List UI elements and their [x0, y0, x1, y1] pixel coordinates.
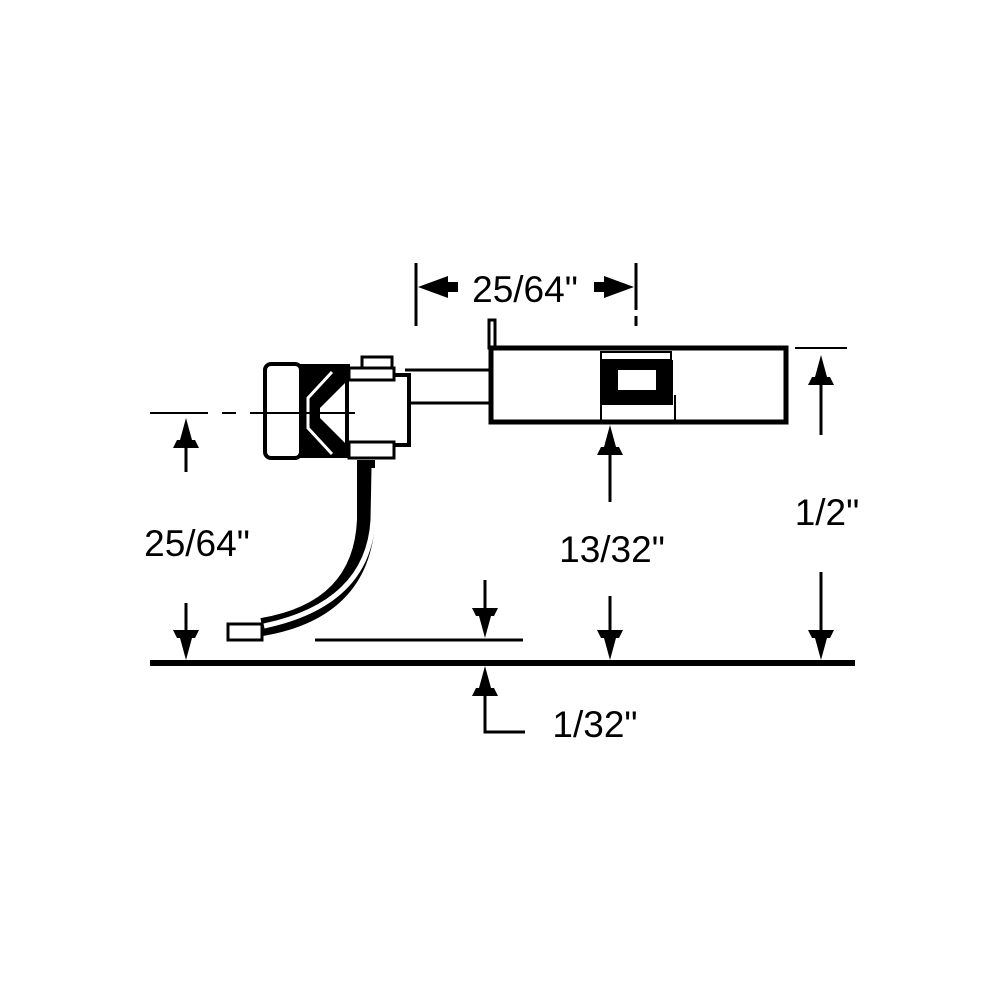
coupler-shank [405, 368, 490, 405]
trip-pin [226, 460, 377, 642]
shank-length-dimension: 25/64" [414, 263, 638, 326]
box-top-height-dimension: 1/2" [795, 347, 860, 660]
draft-gear-box [487, 318, 789, 425]
arrow-left-icon [418, 276, 458, 298]
centerline-height-dimension: 25/64" [144, 418, 250, 660]
trip-pin-clearance-label: 1/32" [552, 704, 637, 745]
centerline-height-label: 25/64" [144, 523, 250, 564]
arrow-right-icon [594, 276, 634, 298]
box-bottom-height-label: 13/32" [559, 529, 665, 570]
box-top-height-label: 1/2" [795, 492, 860, 533]
coupler-head [263, 355, 411, 460]
shank-length-label: 25/64" [472, 269, 578, 310]
trip-pin-clearance-dimension: 1/32" [472, 580, 638, 745]
box-bottom-height-dimension: 13/32" [559, 425, 665, 660]
